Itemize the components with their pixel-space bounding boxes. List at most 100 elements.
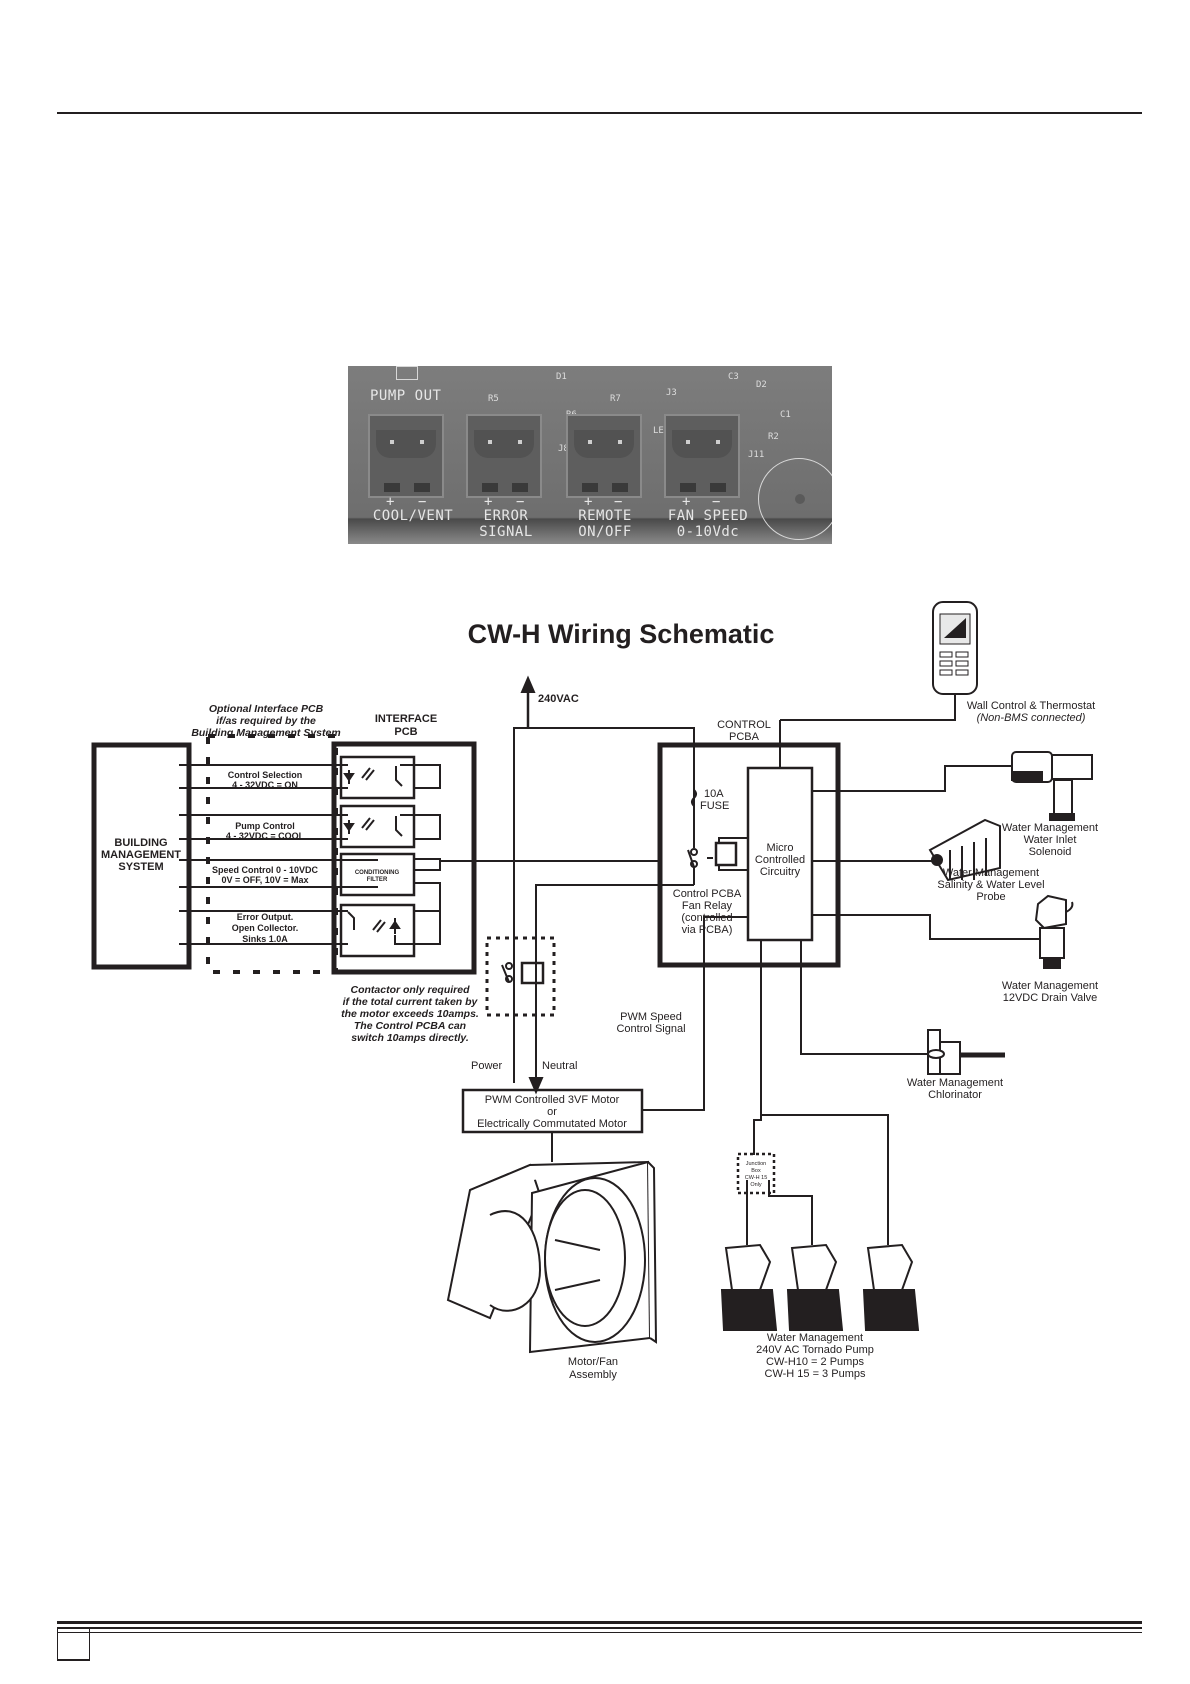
pump3-wire (761, 1114, 889, 1245)
supply-arrow-head (520, 675, 536, 693)
chlorinator-icon (927, 1029, 1005, 1075)
svg-text:CW-H 15 = 3 Pumps: CW-H 15 = 3 Pumps (765, 1368, 866, 1380)
bms-box (91, 742, 192, 970)
plus-label: + (584, 494, 593, 510)
pcb-label-r2: R2 (768, 432, 779, 442)
control-pcba-box (657, 742, 841, 968)
svg-text:Micro: Micro (767, 842, 794, 854)
minus-label: − (516, 494, 525, 510)
svg-text:BUILDING: BUILDING (114, 837, 167, 849)
terminal-remote-on-off (566, 414, 642, 498)
pcb-label-j3: J3 (666, 388, 677, 398)
conditioning-filter-label: CONDITIONING FILTER (355, 870, 400, 883)
chlorinator-wire (800, 940, 930, 1055)
neutral-arrow (528, 1077, 544, 1095)
relay-coil (714, 841, 738, 867)
pcb-label-r5: R5 (488, 394, 499, 404)
svg-text:Assembly: Assembly (569, 1369, 617, 1381)
svg-text:Sinks 1.0A: Sinks 1.0A (242, 934, 288, 944)
interface-pcb-box (331, 741, 477, 975)
svg-text:0V = OFF, 10V = Max: 0V = OFF, 10V = Max (221, 875, 308, 885)
pwm-signal-label: PWM Speed Control Signal (616, 1011, 685, 1035)
pcb-label-cool-vent: COOL/VENT (372, 508, 454, 524)
minus-label: − (614, 494, 623, 510)
relay-coil-wire (718, 865, 748, 871)
mounting-hole-outline (758, 458, 832, 540)
pcb-label-pump-out: PUMP OUT (370, 388, 442, 404)
supply-label: 240VAC (538, 693, 579, 705)
svg-text:Salinity & Water Level: Salinity & Water Level (937, 879, 1044, 891)
plus-label: + (484, 494, 493, 510)
plus-label: + (682, 494, 691, 510)
minus-label: − (712, 494, 721, 510)
pump-2-icon (786, 1243, 844, 1331)
svg-text:Motor/Fan: Motor/Fan (568, 1356, 618, 1368)
svg-text:Control PCBA: Control PCBA (673, 888, 742, 900)
inlet-solenoid-label: Water Management Water Inlet Solenoid (1002, 822, 1098, 858)
svg-text:Water Management: Water Management (767, 1332, 863, 1344)
wall-control-label: Wall Control & Thermostat (Non-BMS conne… (967, 700, 1095, 724)
svg-text:(controlled: (controlled (681, 912, 732, 924)
mounting-hole (795, 494, 805, 504)
svg-text:CW-H10 = 2 Pumps: CW-H10 = 2 Pumps (766, 1356, 864, 1368)
svg-text:(Non-BMS connected): (Non-BMS connected) (977, 712, 1086, 724)
pump-1-icon (720, 1243, 778, 1331)
svg-text:Probe: Probe (976, 891, 1005, 903)
relay-switch (687, 849, 695, 868)
water-inlet-solenoid-icon (1011, 751, 1093, 821)
conditioning-filter-box (339, 852, 416, 897)
svg-text:Circuitry: Circuitry (760, 866, 801, 878)
svg-text:4 - 32VDC = COOL: 4 - 32VDC = COOL (226, 831, 305, 841)
svg-text:Chlorinator: Chlorinator (928, 1089, 982, 1101)
svg-text:Control Signal: Control Signal (616, 1023, 685, 1035)
motor-fan-assembly-icon (446, 1160, 658, 1354)
svg-text:CW-H 15: CW-H 15 (745, 1175, 768, 1181)
svg-text:INTERFACE: INTERFACE (375, 713, 437, 725)
optional-pcb-label: Optional Interface PCB if/as required by… (191, 703, 340, 739)
pump-3-icon (862, 1243, 920, 1331)
junction-box (736, 1152, 776, 1195)
svg-text:The Control PCBA can: The Control PCBA can (354, 1020, 466, 1032)
schematic-title: CW-H Wiring Schematic (468, 619, 775, 649)
pcb-label-c1: C1 (780, 410, 791, 420)
svg-text:SYSTEM: SYSTEM (118, 861, 163, 873)
micro-controlled-label: Micro Controlled Circuitry (755, 842, 805, 878)
drain-valve-wire (812, 914, 1040, 940)
motor-box-label: PWM Controlled 3VF Motor or Electrically… (477, 1094, 627, 1130)
footer-rule (57, 1632, 1142, 1633)
pcb-connector-photo: PUMP OUT R5 D1 R6 R7 J3 J8 LED C3 D2 C1 … (348, 366, 832, 544)
svg-text:switch 10amps directly.: switch 10amps directly. (351, 1032, 469, 1044)
footer-rule (57, 1621, 1142, 1624)
svg-text:if/as required by the: if/as required by the (216, 715, 316, 727)
pcb-label-r7: R7 (610, 394, 621, 404)
svg-text:PWM Controlled 3VF Motor: PWM Controlled 3VF Motor (485, 1094, 620, 1106)
svg-text:FILTER: FILTER (367, 877, 388, 883)
svg-text:Controlled: Controlled (755, 854, 805, 866)
pumps-label: Water Management 240V AC Tornado Pump CW… (756, 1332, 874, 1380)
svg-text:or: or (547, 1106, 557, 1118)
interface-pcb-label: INTERFACE PCB (375, 713, 437, 738)
contactor-switch (501, 964, 510, 983)
svg-text:PCBA: PCBA (729, 731, 760, 743)
optocoupler-2 (339, 804, 416, 849)
svg-text:Junction: Junction (746, 1161, 767, 1167)
svg-text:Water Inlet: Water Inlet (1024, 834, 1077, 846)
control-pcba-label: CONTROL PCBA (717, 719, 771, 743)
svg-text:CONDITIONING: CONDITIONING (355, 870, 400, 876)
signal-speed-control: Speed Control 0 - 10VDC (212, 865, 319, 875)
svg-text:if the total current taken by: if the total current taken by (343, 996, 479, 1008)
pump-junction-wire (753, 940, 762, 1155)
fuse-label: 10A FUSE (700, 788, 729, 812)
svg-text:CONTROL: CONTROL (717, 719, 771, 731)
terminal-cool-vent (368, 414, 444, 498)
pcb-label-j11: J11 (748, 450, 765, 460)
pump2-wire (768, 1180, 813, 1245)
svg-text:Electrically Commutated Motor: Electrically Commutated Motor (477, 1118, 627, 1130)
fan-relay-label: Control PCBA Fan Relay (controlled via P… (673, 888, 742, 936)
plus-label: + (386, 494, 395, 510)
svg-text:the motor exceeds 10amps.: the motor exceeds 10amps. (341, 1008, 479, 1020)
drain-valve-icon (1034, 894, 1074, 969)
neutral-label: Neutral (542, 1060, 577, 1072)
